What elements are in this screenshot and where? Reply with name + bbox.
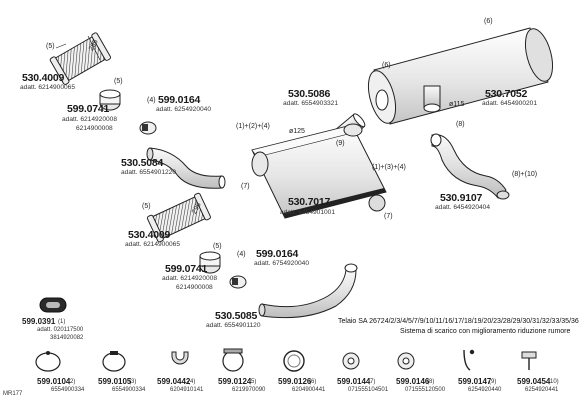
p2-adatt2: 6214900008	[76, 125, 113, 132]
p2-adatt: adatt. 6214920008	[62, 116, 118, 123]
pipe-5084-drawing	[146, 147, 226, 189]
p5-adatt: adatt. 6554903321	[283, 100, 339, 107]
p1-ref: (5)	[46, 43, 55, 50]
acc-7-code[interactable]: 599.0146	[396, 377, 430, 386]
p10-adatt: adatt. 6214920008	[162, 275, 218, 282]
p3-ref: (4)	[147, 97, 156, 104]
acc-6-adatt: 071555104501	[348, 387, 389, 393]
bracket-2-drawing	[229, 275, 247, 289]
gasket-adatt: adatt. 020117500	[37, 327, 84, 333]
callout-right-combo: (1)+(3)+(4)	[372, 164, 406, 171]
pipe-9107-drawing	[430, 133, 510, 200]
acc-7-adatt: 071555120500	[405, 387, 446, 393]
p4-adatt: adatt. 6554901220	[121, 169, 177, 176]
acc-3-code[interactable]: 599.0442	[157, 377, 191, 386]
clamp-2-drawing	[199, 251, 221, 274]
acc-9-code[interactable]: 599.0454	[517, 377, 551, 386]
acc-3-ref: (4)	[188, 379, 196, 385]
acc-4-ref: (5)	[249, 379, 257, 385]
acc-6-code[interactable]: 599.0144	[337, 377, 371, 386]
acc-2-code[interactable]: 599.0105	[98, 377, 132, 386]
gasket-code[interactable]: 599.0391	[22, 317, 56, 326]
gasket-adatt2: 3814920082	[50, 335, 84, 341]
pipe-5085-drawing	[258, 263, 358, 319]
p6-code[interactable]: 530.7052	[485, 88, 528, 100]
clamp-1-drawing	[99, 89, 121, 111]
acc-1-code[interactable]: 599.0104	[37, 377, 71, 386]
acc-5-ref: (6)	[309, 379, 317, 385]
p9-adatt: adatt. 6214900065	[125, 241, 181, 248]
p12-code[interactable]: 530.5085	[215, 310, 258, 322]
acc-4-code[interactable]: 599.0124	[218, 377, 252, 386]
p9-code[interactable]: 530.4009	[128, 229, 171, 241]
p10-adatt2: 6214900008	[176, 284, 213, 291]
p1-code[interactable]: 530.4009	[22, 72, 65, 84]
p6-ref2: (6)	[382, 62, 391, 69]
accessory-icons	[35, 348, 537, 372]
frame-description: Telaio SA 26724/2/3/4/5/7/9/10/11/16/17/…	[338, 318, 579, 325]
p8-code[interactable]: 530.9107	[440, 192, 483, 204]
callout-9: (9)	[336, 140, 345, 147]
callout-115: ø115	[449, 101, 465, 108]
acc-5-adatt: 6204900441	[292, 387, 326, 393]
p8-ref2: (8)+(10)	[512, 171, 538, 178]
p11-code[interactable]: 599.0164	[256, 248, 299, 260]
acc-8-code[interactable]: 599.0147	[458, 377, 492, 386]
callout-7a: (7)	[241, 183, 250, 190]
p4-code[interactable]: 530.5084	[121, 157, 164, 169]
acc-9-ref: (10)	[548, 379, 559, 385]
bracket-1-drawing	[139, 121, 157, 135]
p10-ref: (5)	[213, 243, 222, 250]
callout-125: ø125	[289, 128, 305, 135]
p12-adatt: adatt. 6554901120	[206, 322, 261, 329]
p3-adatt: adatt. 6254920040	[156, 106, 212, 113]
acc-7-ref: (8)	[427, 379, 435, 385]
callout-left-combo: (1)+(2)+(4)	[236, 123, 270, 130]
acc-8-adatt: 6254920440	[468, 387, 502, 393]
acc-4-adatt: 6219970090	[232, 387, 266, 393]
acc-2-ref: (3)	[129, 379, 137, 385]
p10-code[interactable]: 599.0741	[165, 263, 208, 275]
p2-code[interactable]: 599.0741	[67, 103, 110, 115]
acc-9-adatt: 6254920441	[525, 387, 559, 393]
muffler-7017-drawing	[251, 123, 387, 219]
acc-8-ref: (9)	[489, 379, 497, 385]
gasket-ref: (1)	[58, 319, 66, 325]
p11-ref: (4)	[237, 251, 246, 258]
acc-1-adatt: 6554900334	[51, 387, 85, 393]
acc-5-code[interactable]: 599.0126	[278, 377, 312, 386]
p1-adatt: adatt. 6214900065	[20, 84, 76, 91]
gasket-drawing	[39, 297, 67, 313]
p11-adatt: adatt. 6754920040	[254, 260, 310, 267]
p8-adatt: adatt. 6454920404	[435, 204, 491, 211]
p3-code[interactable]: 599.0164	[158, 94, 201, 106]
acc-1-ref: (2)	[68, 379, 76, 385]
flex-pipe-1-drawing	[49, 32, 112, 85]
p8-ref: (8)	[456, 121, 465, 128]
muffler-7052-drawing	[367, 27, 554, 125]
p6-adatt: adatt. 6454900201	[482, 100, 538, 107]
p5-code[interactable]: 530.5086	[288, 88, 331, 100]
p7-code[interactable]: 530.7017	[288, 196, 331, 208]
footer-code: MR177	[3, 391, 23, 397]
p9-ref: (5)	[142, 203, 151, 210]
p7-adatt: adatt. 6454901001	[280, 209, 336, 216]
callout-7b: (7)	[384, 213, 393, 220]
p2-ref: (5)	[114, 78, 123, 85]
acc-3-adatt: 6204910141	[170, 387, 204, 393]
acc-6-ref: (7)	[368, 379, 376, 385]
p6-ref: (6)	[484, 18, 493, 25]
system-description: Sistema di scarico con miglioramento rid…	[400, 328, 571, 335]
flex-pipe-2-drawing	[146, 192, 211, 243]
acc-2-adatt: 6554900334	[112, 387, 146, 393]
